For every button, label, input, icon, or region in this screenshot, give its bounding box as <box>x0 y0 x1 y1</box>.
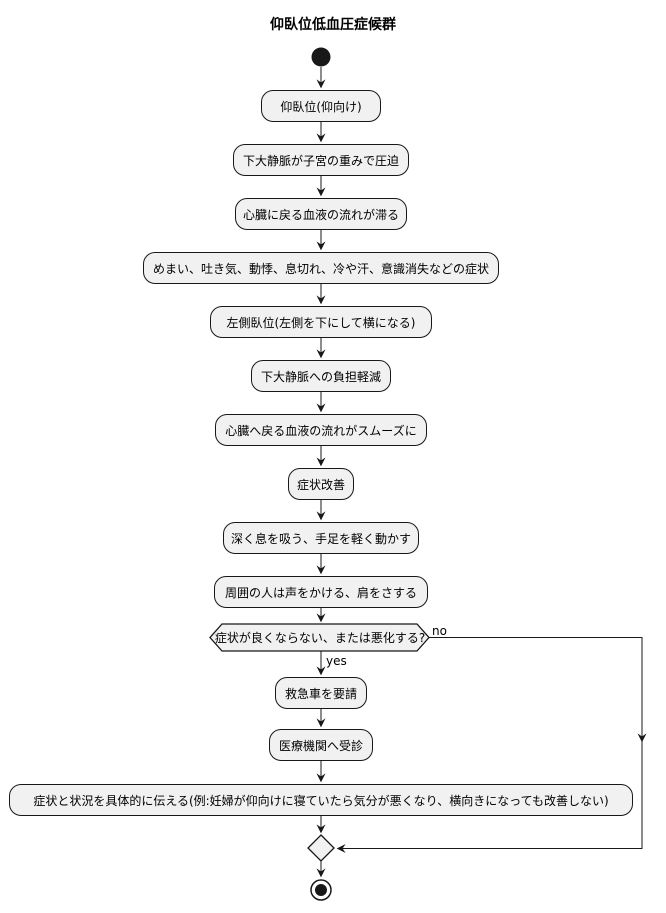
node-breathe-and-move: 深く息を吸う、手足を軽く動かす <box>223 522 419 554</box>
merge-diamond-shape <box>307 834 335 862</box>
node-call-ambulance: 救急車を要請 <box>275 677 367 709</box>
decision-hexagon-shape <box>209 623 430 652</box>
node-symptoms-list: めまい、吐き気、動悸、息切れ、冷や汗、意識消失などの症状 <box>143 252 499 284</box>
node-venous-return-smooth: 心臓へ戻る血液の流れがスムーズに <box>215 414 427 446</box>
end-node-dot <box>315 884 327 896</box>
edge-decision-no-lower <box>336 741 643 853</box>
node-vena-cava-compressed: 下大静脈が子宮の重みで圧迫 <box>233 144 409 176</box>
decision-symptoms-persist: 症状が良くならない、または悪化する? <box>214 631 426 645</box>
node-visit-medical-facility: 医療機関へ受診 <box>269 729 373 761</box>
diagram-title: 仰臥位低血圧症候群 <box>270 17 396 33</box>
node-venous-return-stagnates: 心臓に戻る血液の流れが滞る <box>235 198 407 230</box>
decision-no-label: no <box>432 624 447 638</box>
node-symptom-improvement: 症状改善 <box>288 468 354 500</box>
node-vena-cava-load-reduced: 下大静脈への負担軽減 <box>251 360 391 392</box>
decision-yes-label: yes <box>326 654 347 668</box>
node-left-lateral-position: 左側臥位(左側を下にして横になる) <box>210 306 432 338</box>
node-explain-symptoms: 症状と状況を具体的に伝える(例:妊婦が仰向けに寝ていたら気分が悪くなり、横向きに… <box>9 784 633 816</box>
node-bystander-care: 周囲の人は声をかける、肩をさする <box>214 576 428 608</box>
edge-decision-no-upper <box>429 637 647 743</box>
start-node-circle <box>311 47 331 67</box>
node-supine-position: 仰臥位(仰向け) <box>261 90 381 122</box>
